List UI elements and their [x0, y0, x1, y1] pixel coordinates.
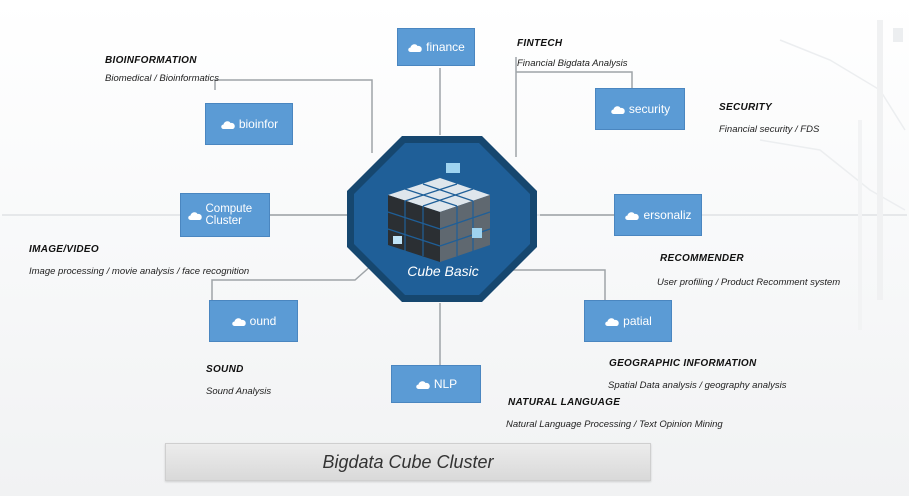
category-title-sound: SOUND: [206, 364, 244, 375]
cloud-icon: [187, 211, 202, 220]
node-personalization[interactable]: ersonaliz: [614, 194, 702, 236]
node-spatial[interactable]: patial: [584, 300, 672, 342]
node-finance[interactable]: finance: [397, 28, 475, 66]
node-label: bioinfor: [238, 117, 279, 131]
node-sound[interactable]: ound: [209, 300, 298, 342]
cloud-icon: [231, 317, 246, 326]
cloud-icon: [611, 105, 625, 114]
category-desc-bioinformation: Biomedical / Bioinformatics: [105, 73, 220, 84]
category-desc-security: Financial security / FDS: [719, 124, 820, 135]
node-label: ound: [249, 314, 277, 328]
category-desc-fintech: Financial Bigdata Analysis: [517, 58, 628, 69]
node-security[interactable]: security: [595, 88, 685, 130]
core-label: Cube Basic: [407, 263, 479, 279]
node-label: ersonaliz: [643, 208, 692, 222]
category-desc-natural-language: Natural Language Processing / Text Opini…: [506, 419, 723, 430]
category-title-image-video: IMAGE/VIDEO: [29, 244, 99, 255]
category-title-natural-language: NATURAL LANGUAGE: [508, 397, 621, 408]
cloud-icon: [408, 43, 422, 52]
cloud-icon: [416, 380, 430, 389]
node-label: Compute Cluster: [205, 203, 253, 227]
node-nlp[interactable]: NLP: [391, 365, 481, 403]
category-title-geographic: GEOGRAPHIC INFORMATION: [609, 358, 757, 369]
node-label: finance: [426, 40, 465, 54]
node-compute-cluster[interactable]: Compute Cluster: [180, 193, 270, 237]
cloud-icon: [605, 317, 619, 326]
category-desc-image-video: Image processing / movie analysis / face…: [29, 266, 250, 277]
category-desc-geographic: Spatial Data analysis / geography analys…: [608, 380, 787, 391]
category-title-recommender: RECOMMENDER: [660, 253, 744, 264]
category-title-bioinformation: BIOINFORMATION: [105, 55, 197, 66]
rubik-cube-icon: [387, 163, 491, 262]
cloud-icon: [221, 120, 235, 129]
node-bioinfor[interactable]: bioinfor: [205, 103, 293, 145]
node-label: patial: [623, 314, 652, 328]
category-desc-sound: Sound Analysis: [206, 386, 272, 397]
bigdata-cube-cluster-banner: Bigdata Cube Cluster: [165, 443, 651, 481]
cloud-icon: [625, 211, 640, 220]
category-title-fintech: FINTECH: [517, 38, 563, 49]
category-desc-recommender: User profiling / Product Recomment syste…: [657, 277, 841, 288]
category-title-security: SECURITY: [719, 102, 772, 113]
node-label: security: [628, 102, 671, 116]
node-label: NLP: [433, 377, 458, 391]
